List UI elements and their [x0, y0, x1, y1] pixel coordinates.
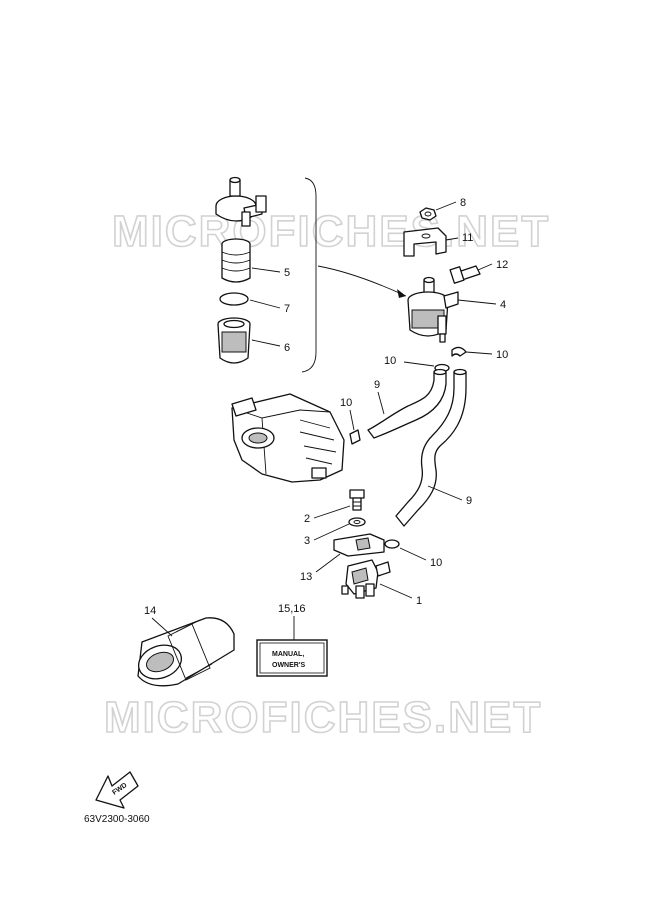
fuel-hose-part-9: [367, 368, 467, 527]
manual-label-line-2: OWNER'S: [272, 662, 305, 669]
callout-10d: 10: [430, 557, 442, 569]
leader-10d: [399, 547, 427, 561]
watermark-bottom: MICROFICHES.NET: [104, 693, 542, 742]
leader-14: [151, 617, 173, 637]
exploded-view-bracket: [301, 177, 317, 373]
callout-13: 13: [300, 571, 312, 583]
fuel-filter-assembly-part-4: [407, 276, 459, 343]
filter-element-part-5: [221, 238, 251, 283]
leader-2: [313, 505, 351, 519]
callout-2: 2: [304, 513, 310, 525]
leader-4: [457, 299, 497, 305]
leader-10a: [403, 361, 435, 367]
callout-11: 11: [462, 232, 473, 244]
callout-9a: 9: [374, 379, 380, 391]
callout-5: 5: [284, 267, 290, 279]
callout-14: 14: [144, 605, 156, 617]
callout-6: 6: [284, 342, 290, 354]
filter-cap-exploded: [215, 176, 267, 227]
callout-12: 12: [496, 259, 508, 271]
callout-10b: 10: [496, 349, 508, 361]
leader-5: [251, 267, 281, 273]
bolt-part-12: [449, 265, 481, 284]
diagram-code: 63V2300-3060: [84, 814, 150, 825]
leader-7: [249, 299, 281, 309]
leader-1: [379, 583, 413, 599]
callout-1: 1: [416, 595, 422, 607]
fwd-direction-arrow: FWD: [95, 771, 139, 809]
bracket-part-11: [403, 227, 447, 257]
hose-clip-part-10-b: [451, 346, 467, 357]
leader-9a: [377, 391, 385, 415]
nut-part-8: [419, 207, 437, 221]
watermark-top: MICROFICHES.NET: [112, 207, 550, 256]
hose-clip-part-10-c: [349, 429, 361, 445]
exploded-view-arrow-line: [317, 265, 407, 297]
callout-10a: 10: [384, 355, 396, 367]
callout-15-16: 15,16: [278, 603, 306, 615]
leader-10b: [465, 351, 493, 355]
leader-11: [445, 237, 459, 241]
owners-manual-part-15-16: MANUAL, OWNER'S: [256, 639, 328, 677]
callout-4: 4: [500, 299, 506, 311]
sleeve-part-14: [137, 617, 235, 687]
leader-10c: [349, 409, 355, 431]
carburetor-reference: [231, 393, 345, 483]
leader-9b: [427, 485, 463, 501]
leader-13: [315, 553, 341, 573]
o-ring-part-7: [219, 292, 249, 306]
leader-3: [313, 523, 350, 541]
leader-6: [251, 339, 281, 347]
leader-8: [435, 201, 457, 211]
callout-10c: 10: [340, 397, 352, 409]
exploded-view-arrowhead: [397, 289, 406, 298]
callout-3: 3: [304, 535, 310, 547]
callout-7: 7: [284, 303, 290, 315]
washer-part-3: [348, 517, 366, 527]
manual-label-line-1: MANUAL,: [272, 651, 304, 658]
callout-9b: 9: [466, 495, 472, 507]
bracket-part-13: [333, 533, 385, 557]
callout-8: 8: [460, 197, 466, 209]
hose-clip-part-10-d: [384, 539, 400, 549]
leader-12: [477, 263, 493, 271]
filter-cup-part-6: [217, 317, 251, 364]
screw-part-2: [349, 489, 365, 511]
fuel-joint-part-1: [341, 559, 391, 599]
